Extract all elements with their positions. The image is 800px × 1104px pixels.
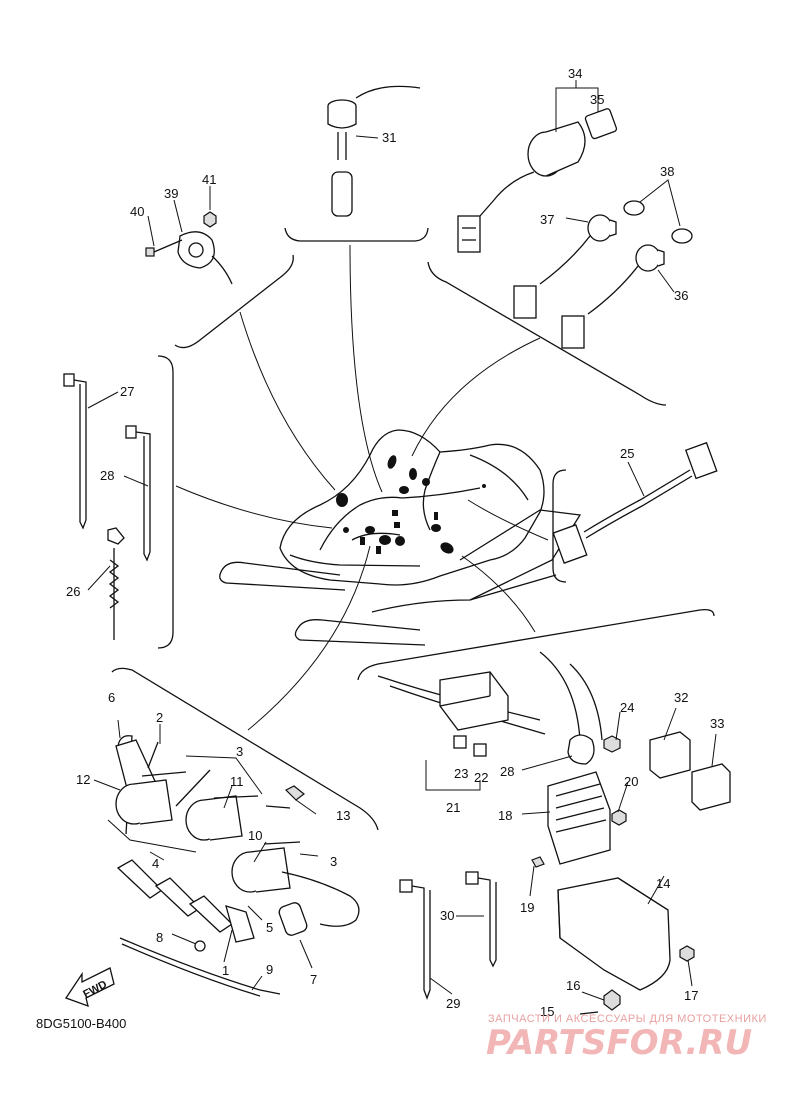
callout-28-right: 28 — [500, 764, 514, 779]
callout-24: 24 — [620, 700, 634, 715]
callout-27: 27 — [120, 384, 134, 399]
ignition-coils — [93, 719, 360, 997]
electrical-components — [377, 651, 731, 1015]
callout-5: 5 — [266, 920, 273, 935]
pointer-lines — [175, 244, 549, 731]
harness-dots — [336, 455, 486, 554]
callout-14: 14 — [656, 876, 670, 891]
cable-ties-left — [63, 373, 151, 640]
callout-17: 17 — [684, 988, 698, 1003]
callout-3-top: 3 — [236, 744, 243, 759]
callout-4: 4 — [152, 856, 159, 871]
callout-13: 13 — [336, 808, 350, 823]
callout-41: 41 — [202, 172, 216, 187]
watermark-logo: PARTSFOR.RU — [486, 1023, 752, 1063]
callout-19: 19 — [520, 900, 534, 915]
callout-22: 22 — [474, 770, 488, 785]
callout-34: 34 — [568, 66, 582, 81]
region-outlines — [111, 227, 715, 831]
callout-18: 18 — [498, 808, 512, 823]
callout-6: 6 — [108, 690, 115, 705]
callout-33: 33 — [710, 716, 724, 731]
part-36-lamp — [561, 179, 693, 349]
callout-16: 16 — [566, 978, 580, 993]
callout-40: 40 — [130, 204, 144, 219]
callout-25: 25 — [620, 446, 634, 461]
callout-labels: 1 2 3 3 4 5 6 7 8 9 10 11 12 13 14 15 16… — [66, 66, 724, 1019]
callout-20: 20 — [624, 774, 638, 789]
callout-15: 15 — [540, 1004, 554, 1019]
part-25-wire — [552, 441, 718, 564]
callout-10: 10 — [248, 828, 262, 843]
part-31-sender — [327, 85, 421, 217]
part-39-switch — [145, 186, 233, 285]
callout-9: 9 — [266, 962, 273, 977]
callout-1: 1 — [222, 963, 229, 978]
callout-12: 12 — [76, 772, 90, 787]
callout-3-right: 3 — [330, 854, 337, 869]
watermark: ЗАПЧАСТИ И АКСЕССУАРЫ ДЛЯ МОТОТЕХНИКИ PA… — [486, 1013, 767, 1063]
callout-31: 31 — [382, 130, 396, 145]
callout-26: 26 — [66, 584, 80, 599]
callout-35: 35 — [590, 92, 604, 107]
callout-28-left: 28 — [100, 468, 114, 483]
callout-2: 2 — [156, 710, 163, 725]
callout-21: 21 — [446, 800, 460, 815]
callout-37: 37 — [540, 212, 554, 227]
callout-23: 23 — [454, 766, 468, 781]
fwd-arrow-icon — [65, 967, 115, 1008]
callout-29: 29 — [446, 996, 460, 1011]
callout-39: 39 — [164, 186, 178, 201]
callout-30: 30 — [440, 908, 454, 923]
callout-32: 32 — [674, 690, 688, 705]
part-34-main-switch — [457, 80, 618, 253]
callout-11: 11 — [230, 774, 244, 789]
snowmobile-outline — [219, 429, 582, 646]
callout-8: 8 — [156, 930, 163, 945]
callout-36: 36 — [674, 288, 688, 303]
diagram-code: 8DG5100-B400 — [36, 1016, 126, 1031]
callout-7: 7 — [310, 972, 317, 987]
watermark-tagline: ЗАПЧАСТИ И АКСЕССУАРЫ ДЛЯ МОТОТЕХНИКИ — [488, 1013, 767, 1025]
callout-38: 38 — [660, 164, 674, 179]
part-37-lamp — [513, 200, 645, 319]
